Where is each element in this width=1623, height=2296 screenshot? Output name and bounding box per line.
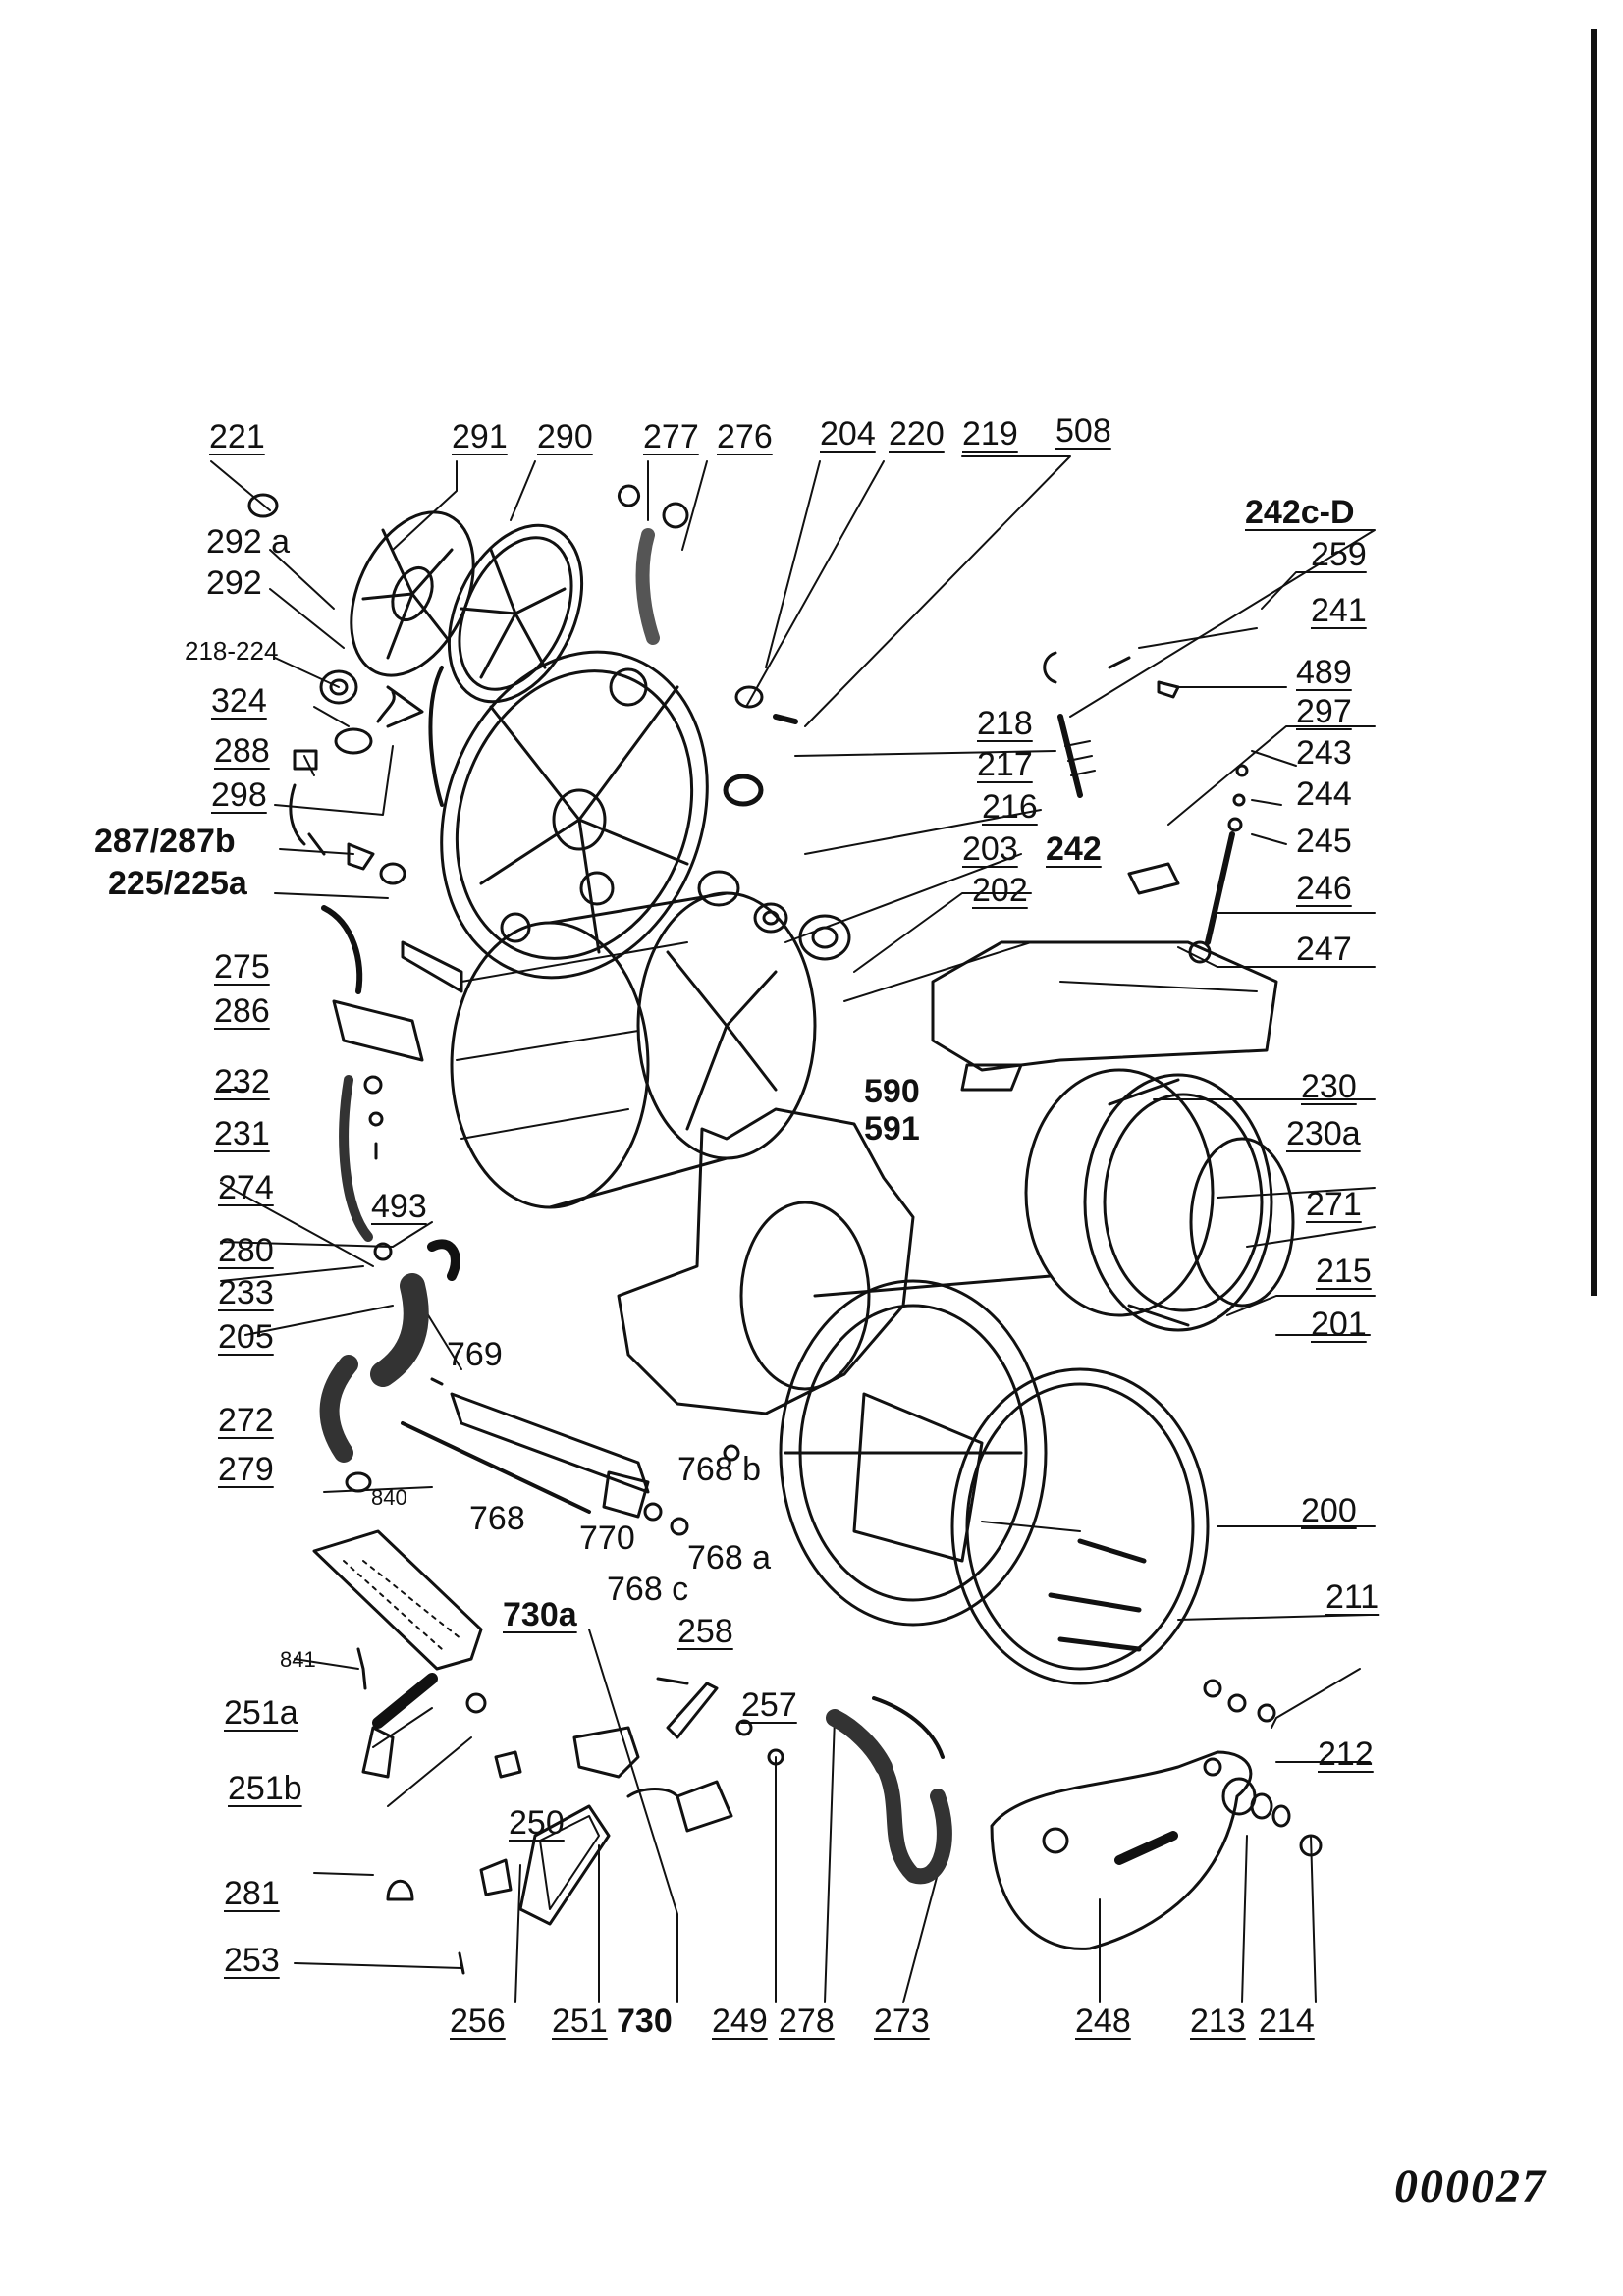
part-label-508: 508	[1055, 412, 1111, 450]
part-label-288: 288	[214, 732, 270, 770]
part-label-245: 245	[1296, 823, 1352, 860]
part-label-274: 274	[218, 1169, 274, 1206]
part-label-286: 286	[214, 992, 270, 1030]
part-label-220: 220	[889, 415, 945, 453]
part-label-324: 324	[211, 682, 267, 720]
part-label-493: 493	[371, 1188, 427, 1225]
part-label-258: 258	[677, 1613, 733, 1650]
part-label-231: 231	[214, 1115, 270, 1152]
part-label-253: 253	[224, 1942, 280, 1979]
part-label-769: 769	[447, 1336, 503, 1373]
part-label-591: 591	[864, 1110, 920, 1148]
part-label-225-225a: 225/225a	[108, 865, 247, 902]
part-label-232: 232	[214, 1063, 270, 1100]
part-label-203: 203	[962, 830, 1018, 868]
part-label-257: 257	[741, 1686, 797, 1724]
part-label-246: 246	[1296, 870, 1352, 907]
part-label-204: 204	[820, 415, 876, 453]
leader-lines	[210, 455, 1376, 2003]
part-label-230a: 230a	[1286, 1115, 1361, 1152]
part-label-242: 242	[1046, 830, 1102, 868]
part-label-213: 213	[1190, 2002, 1246, 2040]
part-label-212: 212	[1318, 1735, 1374, 1773]
part-label-205: 205	[218, 1318, 274, 1356]
part-label-233: 233	[218, 1274, 274, 1311]
part-label-841: 841	[280, 1647, 316, 1672]
part-label-214: 214	[1259, 2002, 1315, 2040]
part-label-768b: 768 b	[677, 1451, 762, 1488]
part-label-290: 290	[537, 418, 593, 455]
part-label-768c: 768 c	[607, 1571, 689, 1608]
part-label-292: 292	[206, 564, 262, 602]
part-label-251: 251	[552, 2002, 608, 2040]
part-label-287-287b: 287/287b	[94, 823, 236, 860]
part-label-291: 291	[452, 418, 508, 455]
part-label-202: 202	[972, 872, 1028, 909]
part-label-217: 217	[977, 746, 1033, 783]
part-label-211: 211	[1325, 1578, 1380, 1616]
part-label-768: 768	[469, 1500, 525, 1537]
part-label-215: 215	[1316, 1253, 1372, 1290]
part-label-292a: 292 a	[206, 523, 291, 561]
part-label-730a: 730a	[503, 1596, 577, 1633]
page-number: 000027	[1394, 2161, 1547, 2213]
part-label-219: 219	[962, 415, 1018, 453]
part-label-272: 272	[218, 1402, 274, 1439]
part-label-768a: 768 a	[687, 1539, 772, 1576]
part-drawings	[247, 484, 1323, 1975]
part-label-242c-d: 242c-D	[1245, 494, 1355, 531]
part-label-249: 249	[712, 2002, 768, 2040]
part-label-275: 275	[214, 948, 270, 986]
part-label-279: 279	[218, 1451, 274, 1488]
part-label-251a: 251a	[224, 1694, 298, 1732]
part-label-273: 273	[874, 2002, 930, 2040]
part-label-276: 276	[717, 418, 773, 455]
part-label-256: 256	[450, 2002, 506, 2040]
part-label-218: 218	[977, 705, 1033, 742]
part-label-251b: 251b	[228, 1770, 302, 1807]
part-label-250: 250	[509, 1804, 565, 1842]
part-label-218-224: 218-224	[185, 636, 279, 666]
part-label-259: 259	[1311, 536, 1367, 573]
part-label-770: 770	[579, 1520, 635, 1557]
part-label-277: 277	[643, 418, 699, 455]
part-label-280: 280	[218, 1232, 274, 1269]
part-label-201: 201	[1311, 1306, 1367, 1343]
part-label-278: 278	[779, 2002, 835, 2040]
part-label-271: 271	[1306, 1186, 1362, 1223]
margin-bar	[1591, 29, 1597, 1296]
part-label-489: 489	[1296, 654, 1352, 691]
part-label-281: 281	[224, 1875, 280, 1912]
part-label-216: 216	[982, 788, 1038, 826]
part-label-730: 730	[617, 2002, 673, 2040]
part-label-298: 298	[211, 776, 267, 814]
part-label-247: 247	[1296, 931, 1352, 968]
part-label-243: 243	[1296, 734, 1352, 772]
part-label-221: 221	[209, 418, 265, 455]
part-label-248: 248	[1075, 2002, 1131, 2040]
part-label-297: 297	[1296, 693, 1352, 730]
part-label-590: 590	[864, 1073, 920, 1110]
part-label-241: 241	[1311, 592, 1367, 629]
part-label-230: 230	[1301, 1068, 1357, 1105]
part-label-840: 840	[371, 1485, 407, 1510]
part-label-244: 244	[1296, 775, 1352, 813]
part-label-200: 200	[1301, 1492, 1357, 1529]
